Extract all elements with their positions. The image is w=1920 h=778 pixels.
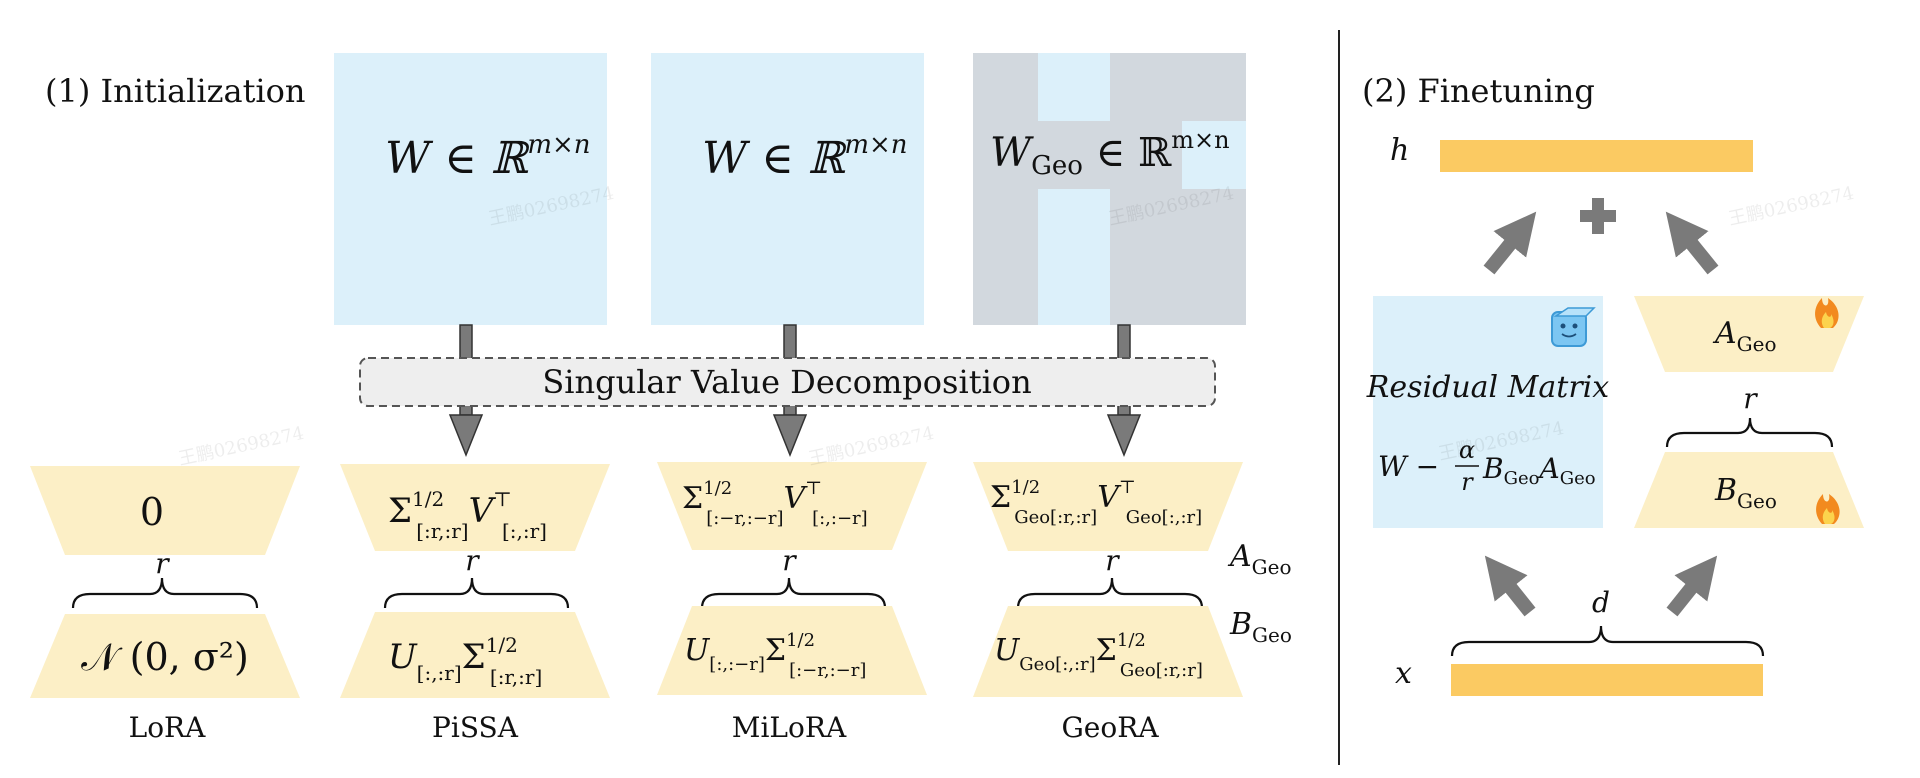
fire-icon [1816,494,1840,524]
ice-cube-smile [1561,333,1577,338]
milora-a-value: Σ1/2[:−r,:−r]V⊤[:,:−r] [682,478,868,529]
residual-r: r [1461,468,1474,496]
hidden-output-label: h [1390,133,1409,168]
side-label-a-geo: AGeo [1227,539,1292,579]
section-title-initialization: (1) Initialization [45,72,306,110]
watermark: 王鹏02698274 [177,423,306,470]
pissa-b-value: U[:,:r]Σ1/2[:r,:r] [388,633,542,689]
residual-matrix-title: Residual Matrix [1366,370,1609,405]
svd-label: Singular Value Decomposition [542,363,1031,401]
fire-inner [1822,508,1835,524]
finetune-a-geo-label: AGeo [1712,316,1777,356]
input-label: x [1395,656,1412,691]
residual-w: W − [1378,450,1439,483]
ice-cube-icon [1551,307,1596,347]
residual-ba: BGeoAGeo [1482,452,1596,489]
section-title-finetuning: (2) Finetuning [1362,72,1595,110]
lora-b-value: 𝒩 (0, σ²) [81,635,249,679]
watermark: 王鹏02698274 [1727,183,1856,230]
residual-formula: W − α r BGeoAGeo [1378,436,1596,496]
arrow-x-to-adapter [1666,555,1718,617]
input-dim-label: d [1592,586,1610,619]
input-dim-brace [1450,625,1765,657]
milora-r-label: r [782,544,797,577]
geora-a-trapezoid [973,462,1243,551]
milora-b-trapezoid [657,606,927,695]
lora-method-name: LoRA [129,711,207,744]
residual-alpha: α [1459,436,1475,464]
side-label-b-geo: BGeo [1229,607,1292,647]
lora-a-trapezoid [30,466,300,555]
finetune-r-brace [1665,417,1834,448]
plus-icon [1580,198,1616,234]
pissa-b-trapezoid [340,612,610,698]
weight-matrix-pissa [334,53,607,325]
pissa-method-name: PiSSA [432,711,519,744]
geora-gray-block [1110,53,1246,121]
weight-matrix-geora [973,53,1246,325]
geora-gray-block [1038,121,1110,189]
pissa-r-label: r [465,544,480,577]
pissa-a-trapezoid [340,464,610,551]
geora-gray-block [1110,121,1182,325]
arrow-head-milora [772,414,808,458]
weight-label-geora: WGeo ∈ ℝm×n [990,126,1230,181]
weight-matrix-milora [651,53,924,325]
lora-a-value: 0 [140,490,164,534]
pissa-a-value: Σ1/2[:r,:r]V⊤[:,:r] [388,487,547,543]
milora-b-value: U[:,:−r]Σ1/2[:−r,:−r] [684,630,866,681]
plus-bar-vertical [1592,198,1604,234]
finetune-b-geo-label: BGeo [1714,473,1777,513]
milora-r-brace [700,577,887,609]
weight-label-pissa: W ∈ ℝm×n [385,130,591,184]
finetune-a-geo-trapezoid [1634,296,1864,372]
geora-r-label: r [1105,544,1120,577]
pissa-r-brace [383,577,570,609]
lora-r-brace [71,577,259,609]
hidden-output-bar [1440,140,1753,172]
ice-cube-top [1553,307,1596,317]
fire-icon [1815,298,1839,328]
ice-cube-eye [1560,323,1566,329]
finetune-b-geo-trapezoid [1634,452,1864,528]
arrow-adapter-to-h [1665,211,1719,275]
lora-b-trapezoid [30,614,300,698]
arrow-x-to-residual [1484,555,1536,617]
geora-gray-block [973,53,1038,325]
arrow-head-geora [1106,414,1142,458]
arrow-residual-to-h [1483,211,1537,275]
svd-box [359,357,1216,407]
ice-cube-body [1551,311,1587,347]
geora-b-trapezoid [973,606,1243,697]
geora-r-brace [1016,577,1204,609]
input-bar [1451,664,1763,696]
fire-inner [1821,312,1834,328]
geora-gray-block [1182,189,1246,325]
lora-r-label: r [155,547,170,580]
milora-a-trapezoid [657,462,927,550]
finetune-r-label: r [1743,382,1758,415]
arrow-head-pissa [448,414,484,458]
ice-cube-eye [1572,323,1578,329]
geora-method-name: GeoRA [1061,711,1159,744]
milora-method-name: MiLoRA [732,711,847,744]
weight-label-milora: W ∈ ℝm×n [702,130,908,184]
